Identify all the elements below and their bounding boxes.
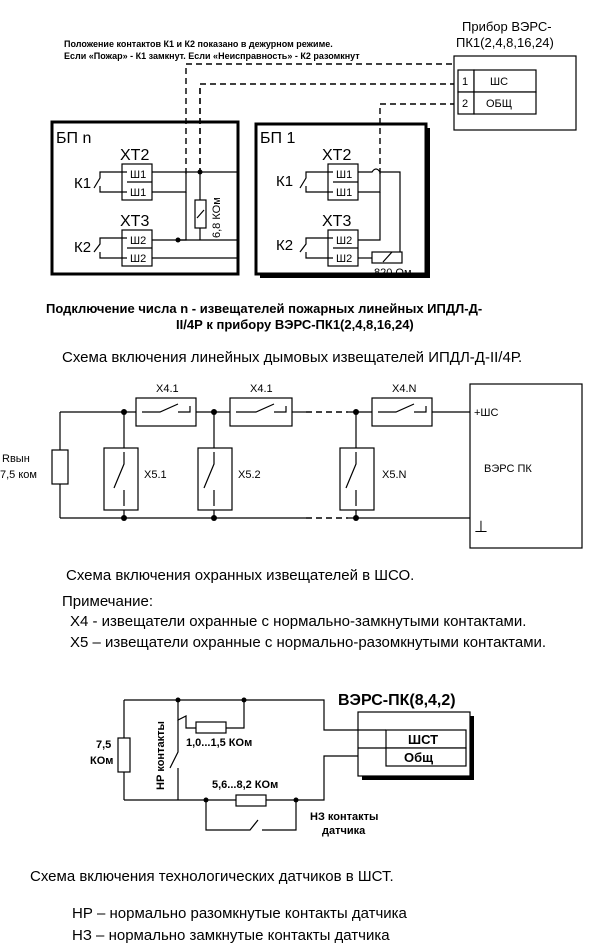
resistor-820-ohm: 820 Ом [371,251,412,279]
plus-sh-label: +ШС [474,407,499,419]
bp-n-xt2-label: ХТ2 [120,147,149,164]
terminal-2-number: 2 [462,98,468,110]
device-verts-pk-label: ВЭРС ПК [484,463,532,475]
contacts-note-line2: Если «Пожар» - К1 замкнут. Если «Неиспра… [64,51,360,61]
detector-x5-2: Х5.2 [197,409,261,521]
section-tech-sensor-loop: ВЭРС-ПК(8,4,2) ШСТ Общ 7,5 КОм 1,0 [30,692,474,944]
security-note-x4: Х4 - извещатели охранные с нормально-зам… [70,613,526,630]
r75-label-line2: КОм [90,755,113,767]
x5-2-label: Х5.2 [238,469,261,481]
detector-x5-n: Х5.N [339,409,407,521]
section-security-loop: Rвын 7,5 ком Х4.1 Х4.1 Х4.N Х5.1 [0,383,583,651]
bp-n-k2-label: К2 [74,239,91,256]
x4-1-label: Х4.1 [156,383,179,395]
r-1-0-1-5-label: 1,0...1,5 КОм [186,737,252,749]
nz-contacts-line2: датчика [322,825,366,837]
terminal-2-label: ОБЩ [486,98,512,110]
resistor-5-6-8-2-kohm: 5,6...8,2 КОм [212,779,278,807]
resistor-1-0-1-5-kohm: 1,0...1,5 КОм [186,721,252,749]
device-verts-pk1: 1 ШС 2 ОБЩ [453,55,577,131]
resistor-6-8-kohm: 6,8 КОм [194,197,223,238]
resistor-6-8-label: 6,8 КОм [211,197,223,238]
bp-n-sh2-a: Ш2 [130,235,146,247]
tech-scheme-title: Схема включения технологических датчиков… [30,868,394,885]
security-note-x5: Х5 – извещатели охранные с нормально-раз… [70,634,546,651]
tech-note-nz: НЗ – нормально замкнутые контакты датчик… [72,927,390,944]
bp-1-sh1-b: Ш1 [336,187,352,199]
rvyn-label-line1: Rвын [2,453,30,465]
detector-x4-1b: Х4.1 [229,383,293,427]
bp-n-xt3-label: ХТ3 [120,213,149,230]
bp-1-xt3-label: ХТ3 [322,213,351,230]
bp-n-k1-label: К1 [74,175,91,192]
bp-1-sh2-b: Ш2 [336,253,352,265]
resistor-rvyn: Rвын 7,5 ком [0,449,69,485]
x4-1b-label: Х4.1 [250,383,273,395]
detector-x4-n: Х4.N [371,383,433,427]
bp-1-sh1-a: Ш1 [336,169,352,181]
bp-1-k1-label: К1 [276,173,293,190]
x5-n-label: Х5.N [382,469,407,481]
terminal-1-label: ШС [490,76,508,88]
device-verts-pk842-title: ВЭРС-ПК(8,4,2) [338,692,456,709]
detector-x4-1: Х4.1 [135,383,197,427]
contacts-note-line1: Положение контактов К1 и К2 показано в д… [64,39,333,49]
terminal-1-number: 1 [462,76,468,88]
security-scheme-title: Схема включения охранных извещателей в Ш… [66,567,414,584]
bp-n-sh2-b: Ш2 [130,253,146,265]
power-block-bp-1: БП 1 ХТ2 ХТ3 К1 К2 Ш1 Ш1 Ш2 Ш2 [254,122,430,278]
bp-1-xt2-label: ХТ2 [322,147,351,164]
bp-n-sh1-b: Ш1 [130,187,146,199]
fire-caption-line2: II/4Р к прибору ВЭРС-ПК1(2,4,8,16,24) [176,317,414,332]
terminal-obsh-label: Общ [404,750,433,765]
terminal-sht-label: ШСТ [408,732,438,747]
fire-scheme-title: Схема включения линейных дымовых извещат… [62,349,522,366]
detector-x5-1: Х5.1 [103,409,167,521]
device-title-line1: Прибор ВЭРС- [462,19,552,34]
dashed-wire-top [185,63,454,174]
r75-label-line1: 7,5 [96,739,111,751]
fire-caption-line1: Подключение числа n - извещателей пожарн… [46,301,482,316]
dashed-wire-3 [379,103,454,174]
bp-1-k2-label: К2 [276,237,293,254]
section-fire-detector-connection: Положение контактов К1 и К2 показано в д… [46,19,577,366]
power-block-bp-n: БП n ХТ2 ХТ3 К1 К2 Ш1 Ш1 Ш2 Ш2 [50,120,240,276]
rvyn-label-line2: 7,5 ком [0,469,37,481]
bp-n-label: БП n [56,130,91,147]
bp-1-label: БП 1 [260,130,295,147]
ground-symbol: ⊥ [474,519,488,536]
bp-n-sh1-a: Ш1 [130,169,146,181]
r-5-6-8-2-label: 5,6...8,2 КОм [212,779,278,791]
device-title-line2: ПК1(2,4,8,16,24) [456,35,554,50]
x4-n-label: Х4.N [392,383,417,395]
resistor-820-label: 820 Ом [374,267,412,279]
device-verts-pk842: ШСТ Общ [357,711,474,780]
device-verts-pk: +ШС ВЭРС ПК ⊥ [469,383,583,549]
resistor-7-5-kohm: 7,5 КОм [90,737,131,773]
bp-1-sh2-a: Ш2 [336,235,352,247]
np-contacts-label: НР контакты [155,721,167,790]
x5-1-label: Х5.1 [144,469,167,481]
tech-note-np: НР – нормально разомкнутые контакты датч… [72,905,408,922]
security-note-title: Примечание: [62,593,153,610]
nz-contacts-line1: НЗ контакты [310,811,378,823]
